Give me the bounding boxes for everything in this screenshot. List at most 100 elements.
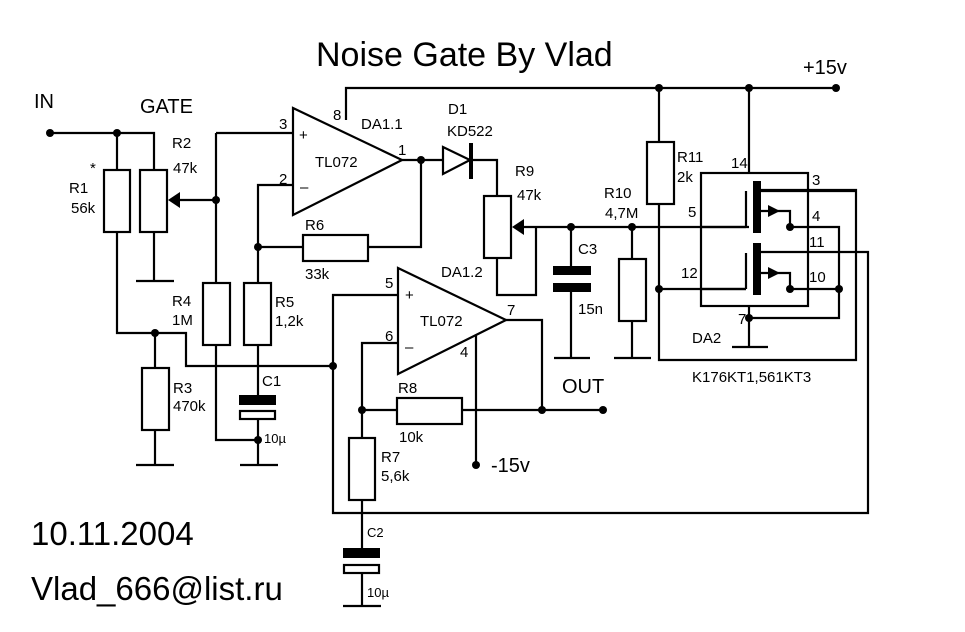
page-title: Noise Gate By Vlad	[316, 36, 613, 74]
r10-ref: R10	[604, 185, 632, 202]
r6-value: 33k	[305, 266, 330, 283]
wire-pin6	[360, 341, 398, 440]
wire-in	[50, 131, 156, 170]
wire-vplus	[344, 86, 836, 120]
label-vplus: +15v	[803, 57, 847, 79]
opamp-da1-2	[396, 266, 509, 376]
terminal-in[interactable]	[46, 129, 54, 137]
resistor-r1	[102, 168, 132, 234]
da2-pin14: 14	[731, 155, 748, 172]
wire-out7	[500, 318, 544, 410]
r3-value: 470k	[173, 398, 206, 415]
da1-1-pin8: 8	[333, 107, 341, 124]
da2-gate-leads	[701, 225, 746, 291]
diode-bar	[469, 143, 473, 179]
wire-r6-right	[368, 160, 423, 249]
wire-pin2	[256, 183, 293, 283]
r1-value: 56k	[71, 200, 96, 217]
r8-value: 10k	[399, 429, 424, 446]
footer-date: 10.11.2004	[31, 515, 194, 552]
r7-ref: R7	[381, 449, 400, 466]
resistor-r5	[242, 281, 273, 347]
wire-r9-bot	[495, 227, 538, 297]
r1-ref: R1	[69, 180, 88, 197]
da2-ref: DA2	[692, 330, 721, 347]
d1-ref: D1	[448, 101, 467, 118]
r5-value: 1,2k	[275, 313, 304, 330]
d1-value: KD522	[447, 123, 493, 140]
resistors	[102, 140, 676, 502]
label-vminus: -15v	[491, 455, 530, 477]
da2-arrow2-icon	[768, 267, 780, 279]
resistor-r9[interactable]	[482, 194, 513, 260]
label-gate: GATE	[140, 96, 193, 118]
c3-ref: C3	[578, 241, 597, 258]
da1-1-minus: –	[300, 179, 309, 196]
r2-ref: R2	[172, 135, 191, 152]
da1-2-pin4: 4	[460, 344, 468, 361]
r10-value: 4,7M	[605, 205, 638, 222]
wire-pin4-10	[790, 225, 841, 291]
da2-channel2	[753, 243, 761, 295]
r1-mark: *	[90, 160, 96, 177]
capacitors	[238, 266, 591, 575]
opamp-da1-1	[291, 106, 405, 217]
da2-arrow1-icon	[768, 205, 780, 217]
capacitor-c3-plate	[553, 266, 591, 275]
c1-value: 10µ	[264, 431, 286, 446]
r2-value: 47k	[173, 160, 198, 177]
c1-ref: C1	[262, 373, 281, 390]
r9-ref: R9	[515, 163, 534, 180]
da1-1-pin1: 1	[398, 142, 406, 159]
da1-1-pin3: 3	[279, 116, 287, 133]
terminal-vminus[interactable]	[472, 461, 480, 469]
r7-value: 5,6k	[381, 468, 410, 485]
resistor-r8	[395, 396, 464, 426]
wire-src1	[761, 209, 792, 227]
capacitor-c2-plate2	[342, 563, 381, 575]
wire-r1-node	[115, 232, 333, 368]
wire-pin7	[749, 289, 841, 320]
resistor-r2[interactable]	[138, 168, 169, 234]
junctions	[46, 84, 843, 469]
resistor-r3	[140, 366, 171, 432]
da1-2-pin7: 7	[507, 302, 515, 319]
capacitor-c2-plate	[343, 548, 380, 558]
wiper-r9-icon	[512, 219, 524, 235]
terminal-out[interactable]	[599, 406, 607, 414]
switch-ic-da2	[699, 171, 856, 308]
da1-1-ref: DA1.1	[361, 116, 403, 133]
resistor-r7	[347, 436, 377, 502]
c2-ref: C2	[367, 525, 384, 540]
resistor-r6	[301, 233, 370, 263]
da2-pin11: 11	[809, 234, 825, 251]
da2-pin4: 4	[812, 208, 820, 225]
terminal-vplus[interactable]	[832, 84, 840, 92]
r3-ref: R3	[173, 380, 192, 397]
wire-pin11-loop	[331, 250, 870, 515]
c3-value: 15n	[578, 301, 603, 318]
r4-ref: R4	[172, 293, 191, 310]
da2-pin12: 12	[681, 265, 698, 282]
r4-value: 1M	[172, 312, 193, 329]
diode-d1	[441, 143, 473, 179]
wire-r4-bot	[214, 345, 258, 442]
c2-value: 10µ	[367, 585, 389, 600]
da2-channel1	[753, 181, 761, 233]
resistor-r4	[201, 281, 232, 347]
r9-value: 47k	[517, 187, 542, 204]
footer-email: Vlad_666@list.ru	[31, 570, 283, 607]
label-in: IN	[34, 91, 54, 113]
wiper-r2-icon	[168, 192, 180, 208]
da1-2-ref: DA1.2	[441, 264, 483, 281]
label-out: OUT	[562, 376, 604, 398]
da1-2-pin6: 6	[385, 328, 393, 345]
diode-triangle	[441, 145, 473, 176]
wire-d1-r9	[470, 158, 499, 196]
da1-1-plus: +	[299, 127, 308, 144]
wires	[50, 86, 870, 608]
da2-pin7: 7	[738, 311, 746, 328]
da2-pin10: 10	[809, 269, 826, 286]
wire-src2	[761, 271, 792, 289]
